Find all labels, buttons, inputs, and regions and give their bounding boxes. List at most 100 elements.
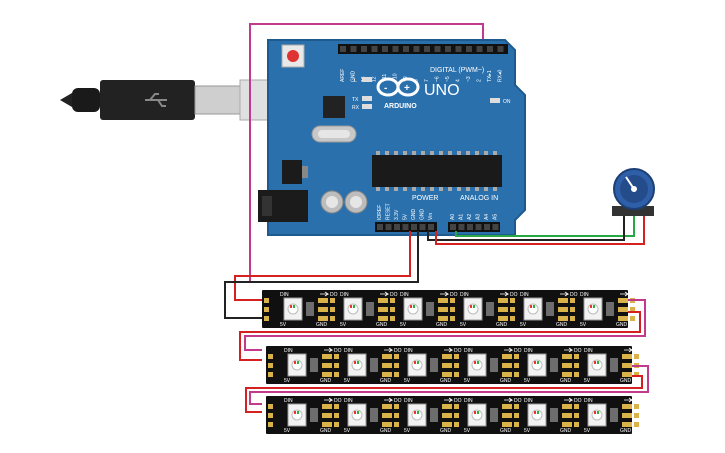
header-pin[interactable] [428, 224, 434, 230]
header-pin[interactable] [411, 224, 417, 230]
arrow-right-icon [620, 291, 630, 297]
strip-pin-label: DO [634, 398, 642, 404]
strip-pin-label: GND [620, 428, 632, 434]
header-pin[interactable] [450, 224, 456, 230]
header-pin[interactable] [434, 46, 441, 52]
strip-pin-label: GND [556, 322, 568, 328]
header-pin[interactable] [475, 224, 482, 230]
arrow-right-icon [444, 397, 454, 403]
strip-pin-label: DO [454, 398, 462, 404]
strip-pin-label: DIN [580, 292, 589, 298]
header-pin[interactable] [340, 46, 346, 52]
strip-pin-label: DO [334, 398, 342, 404]
strip-pin-label: GND [436, 322, 448, 328]
strip-pin-label: 5V [580, 322, 587, 328]
arrow-right-icon [564, 347, 574, 353]
header-pin[interactable] [445, 46, 451, 52]
pin-label: ~5 [445, 76, 451, 82]
header-pin[interactable] [402, 224, 409, 230]
header-pin[interactable] [466, 46, 472, 52]
pin-label: RESET [386, 203, 392, 220]
header-pin[interactable] [424, 46, 430, 52]
reset-button[interactable] [281, 44, 305, 68]
wire-pot-signal-green[interactable] [455, 216, 635, 237]
strip-pin-label: 5V [344, 428, 351, 434]
strip-pin-label: DIN [344, 398, 353, 404]
wire-gnd-black[interactable] [224, 231, 419, 319]
wire-pot-ground-black[interactable] [427, 216, 625, 241]
strip-pin-label: 5V [520, 322, 527, 328]
arrow-right-icon [324, 347, 334, 353]
pin-label: A3 [476, 214, 482, 220]
header-pin[interactable] [487, 46, 493, 52]
atmega-chip [372, 151, 502, 191]
header-pin[interactable] [492, 224, 499, 230]
header-pin[interactable] [377, 224, 383, 230]
header-pin[interactable] [394, 224, 400, 230]
header-pin[interactable] [484, 224, 490, 230]
strip-pin-label: GND [616, 322, 628, 328]
wire-pot-power-red[interactable] [435, 216, 645, 245]
header-pin[interactable] [455, 46, 462, 52]
header-pin[interactable] [382, 46, 388, 52]
power-jack[interactable] [258, 190, 308, 222]
board-model: UNO [424, 82, 460, 99]
pin-label: 7 [424, 79, 430, 82]
strip-link-wires[interactable] [239, 299, 649, 413]
strip-pin-label: DIN [284, 348, 293, 354]
strip-pin-label: DIN [404, 398, 413, 404]
strip-pin-label: DIN [280, 292, 289, 298]
header-pin[interactable] [413, 46, 420, 52]
usb-cable[interactable] [60, 79, 271, 121]
strip-pin-label: DIN [344, 348, 353, 354]
pin-label: ~6 [435, 76, 441, 82]
strip-pin-label: DO [574, 348, 582, 354]
header-pin[interactable] [458, 224, 465, 230]
header-pin[interactable] [371, 46, 378, 52]
header-pin[interactable] [467, 224, 473, 230]
strip-pin-label: 5V [524, 378, 531, 384]
strip-pin-label: DIN [520, 292, 529, 298]
strip-pin-label: 5V [404, 428, 411, 434]
potentiometer[interactable] [612, 168, 655, 216]
strip-pin-label: DO [570, 292, 578, 298]
wire-5v-red[interactable] [234, 231, 411, 301]
header-pin[interactable] [361, 46, 367, 52]
voltage-regulator [282, 160, 308, 184]
pin-label: TX▸1 [487, 70, 493, 82]
arrow-right-icon [380, 291, 390, 297]
header-pin[interactable] [476, 46, 483, 52]
neopixel-led[interactable]: DIN DO 5V GND [520, 291, 578, 328]
header-pin[interactable] [497, 46, 504, 52]
header-pin[interactable] [350, 46, 357, 52]
header-pin[interactable] [392, 46, 399, 52]
arrow-right-icon [444, 347, 454, 353]
header-pin[interactable] [403, 46, 409, 52]
header-pin[interactable] [419, 224, 426, 230]
header-pin[interactable] [385, 224, 392, 230]
